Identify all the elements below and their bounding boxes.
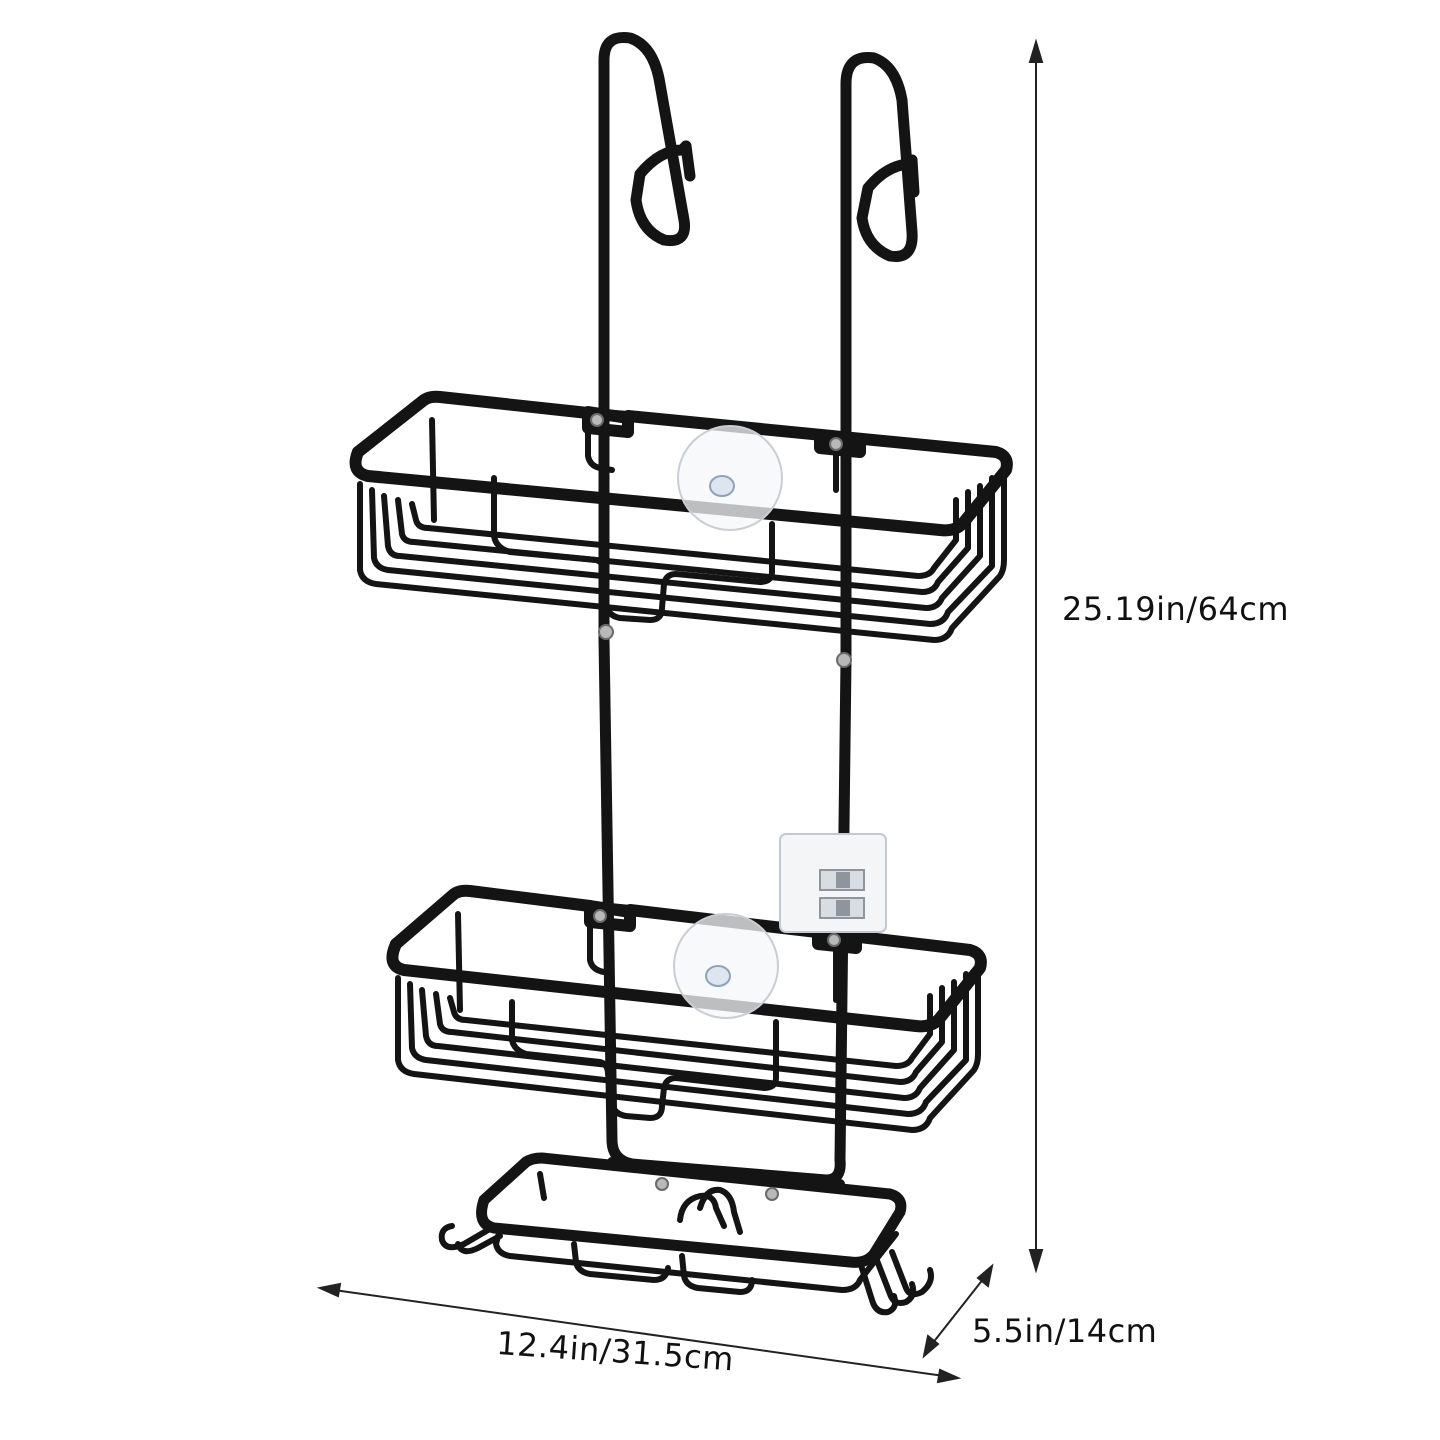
suction-cup-bottom — [673, 913, 779, 1019]
screws — [590, 413, 852, 1201]
screw-icon — [829, 437, 843, 451]
right-hook — [840, 52, 918, 666]
screw-icon — [590, 413, 604, 427]
left-hook — [598, 31, 692, 646]
screw-icon — [593, 909, 607, 923]
height-label: 25.19in/64cm — [1062, 590, 1290, 628]
middle-basket — [386, 884, 987, 1133]
screw-icon — [765, 1187, 779, 1201]
screw-icon — [836, 652, 852, 668]
height-dimension-arrow — [1028, 38, 1044, 1274]
adhesive-hook-plate — [779, 833, 887, 933]
soap-tray — [438, 1152, 934, 1316]
screw-icon — [655, 1177, 669, 1191]
depth-label: 5.5in/14cm — [972, 1312, 1158, 1350]
screw-icon — [598, 624, 614, 640]
depth-dimension-arrow — [922, 1263, 994, 1359]
screw-icon — [827, 933, 841, 947]
top-basket — [349, 390, 1013, 643]
suction-cup-top — [677, 425, 783, 531]
width-dimension-arrow — [316, 1282, 962, 1384]
